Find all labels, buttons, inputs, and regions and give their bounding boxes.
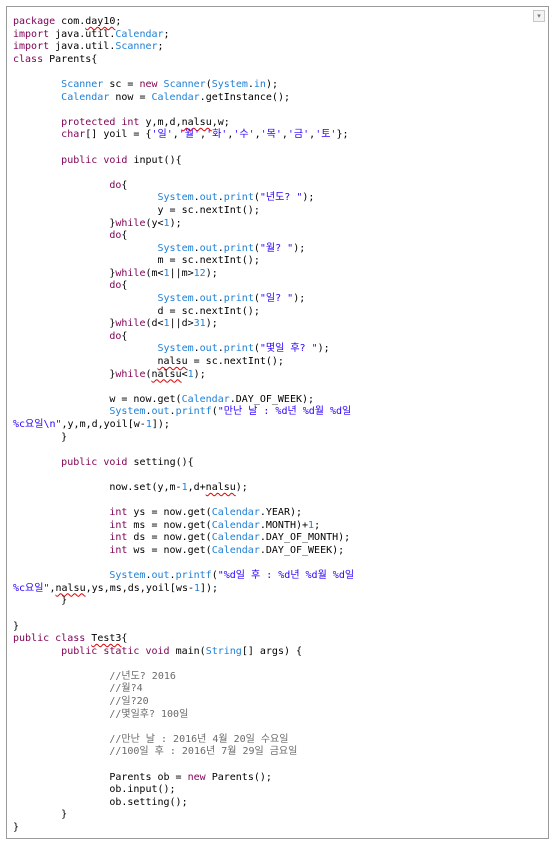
code-line — [13, 142, 542, 155]
code-line: } — [13, 595, 68, 607]
code-line: //몇일후? 100일 — [13, 708, 189, 720]
code-line: nalsu = sc.nextInt(); — [157, 356, 284, 368]
code-line: char[] yoil = {'일','월','화','수','목','금','… — [61, 129, 349, 141]
code-line: //년도? 2016 — [13, 670, 176, 682]
code-line: do{ — [109, 280, 128, 292]
code-line: //월?4 — [13, 683, 143, 695]
code-line: w = now.get(Calendar.DAY_OF_WEEK); — [13, 393, 315, 405]
code-line: do{ — [109, 230, 128, 242]
code-line: }while(d<1||d>31); — [13, 318, 218, 330]
code-line — [13, 658, 542, 671]
code-line: System.out.print("일? "); — [157, 293, 306, 305]
code-line: }while(y<1); — [13, 217, 182, 229]
code-line — [13, 558, 542, 571]
code-line: }while(m<1||m>12); — [13, 267, 218, 279]
code-line: //만난 날 : 2016년 4월 20일 수요일 — [13, 733, 289, 745]
code-line: System.out.printf("%d일 후 : %d년 %d월 %d일 — [109, 570, 355, 582]
code-line — [13, 104, 542, 117]
chevron-down-icon: ▾ — [537, 11, 541, 20]
code-line: int ys = now.get(Calendar.YEAR); — [109, 507, 303, 519]
code-line: System.out.print("년도? "); — [157, 192, 315, 204]
code-line: do{ — [109, 179, 128, 191]
code-line: Parents ob = new Parents(); — [13, 771, 272, 783]
code-line: //100일 후 : 2016년 7월 29일 금요일 — [13, 746, 298, 758]
code-line: Scanner sc = new Scanner(System.in); — [61, 78, 278, 90]
code-line: import java.util.Scanner; — [13, 41, 164, 53]
code-line: package com.day10; — [13, 16, 122, 27]
code-line: public class Test3{ — [13, 633, 128, 645]
code-line: public void input(){ — [61, 154, 182, 166]
code-line: }while(nalsu<1); — [13, 368, 206, 380]
code-listing: package com.day10;import java.util.Calen… — [13, 16, 542, 835]
code-line: protected int y,m,d,nalsu,w; — [61, 116, 230, 128]
code-line: System.out.print("몇일 후? "); — [157, 343, 330, 355]
code-line: y = sc.nextInt(); — [13, 204, 260, 216]
code-line — [13, 381, 542, 394]
code-line: class Parents{ — [13, 53, 98, 65]
code-line: } — [13, 431, 68, 443]
code-line: int ms = now.get(Calendar.MONTH)+1; — [109, 519, 321, 531]
code-line: ob.input(); — [13, 784, 176, 796]
code-line: //일?20 — [13, 696, 149, 708]
code-line: %c요일\n",y,m,d,yoil[w-1]); — [13, 419, 170, 430]
code-line: m = sc.nextInt(); — [13, 255, 260, 267]
code-line: int ws = now.get(Calendar.DAY_OF_WEEK); — [109, 544, 345, 556]
code-line — [13, 167, 542, 180]
code-line — [13, 721, 542, 734]
code-line: d = sc.nextInt(); — [13, 305, 260, 317]
code-line — [13, 495, 542, 508]
code-line — [13, 608, 542, 621]
code-block-frame: ▾ package com.day10;import java.util.Cal… — [6, 6, 549, 839]
code-line: System.out.print("월? "); — [157, 242, 306, 254]
code-line: %c요일",nalsu,ys,ms,ds,yoil[ws-1]); — [13, 582, 219, 594]
code-line — [13, 444, 542, 457]
code-line: } — [13, 620, 20, 632]
code-line: System.out.printf("만난 날 : %d년 %d월 %d일 — [109, 406, 352, 418]
code-line: do{ — [109, 330, 128, 342]
code-line: } — [13, 822, 20, 833]
dropdown-icon[interactable]: ▾ — [533, 10, 545, 22]
code-line: public void setting(){ — [61, 456, 194, 468]
code-line: } — [13, 809, 68, 821]
code-line — [13, 469, 542, 482]
code-line: public static void main(String[] args) { — [61, 645, 303, 657]
code-line: ob.setting(); — [13, 796, 188, 808]
code-line: int ds = now.get(Calendar.DAY_OF_MONTH); — [109, 532, 351, 544]
code-line: import java.util.Calendar; — [13, 28, 170, 40]
code-line — [13, 66, 542, 79]
code-line: Calendar now = Calendar.getInstance(); — [61, 91, 290, 103]
code-line — [13, 759, 542, 772]
code-line: now.set(y,m-1,d+nalsu); — [13, 481, 248, 493]
